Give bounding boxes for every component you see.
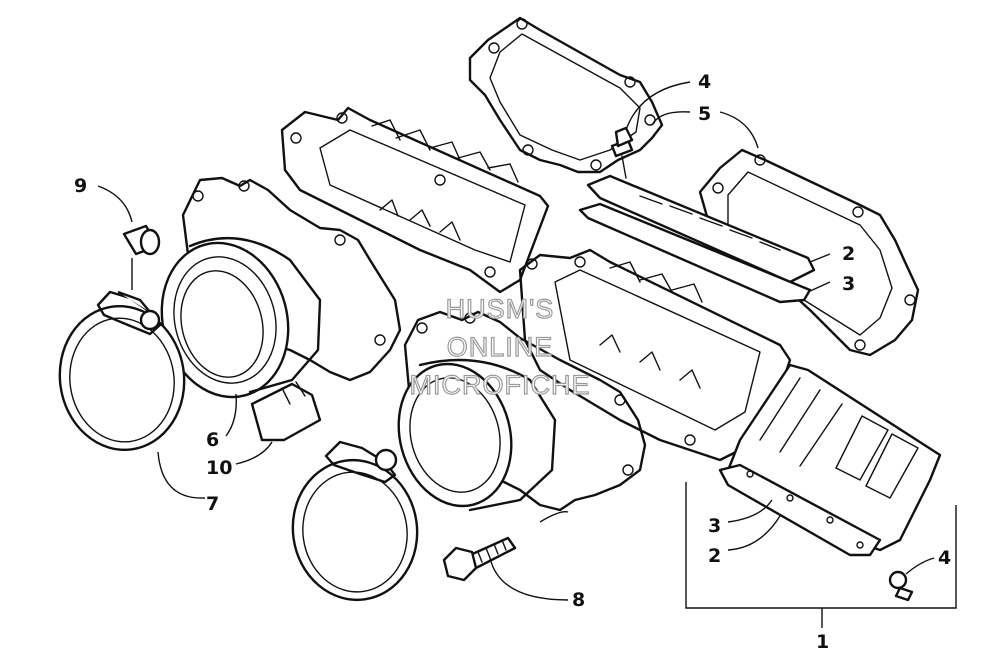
callout-8: 8: [572, 589, 585, 611]
watermark-line-2: ONLINE: [447, 332, 554, 362]
reed-stopper-lower: [718, 363, 942, 557]
callout-4-upper: 4: [698, 71, 711, 93]
watermark-line-3: MICROFICHE: [410, 370, 591, 400]
flange-bolt: [442, 536, 517, 582]
callout-labels: 9 6 10 7 8 4 5 2 3 3 2 4 1: [74, 71, 951, 653]
screw-upper: [610, 126, 634, 179]
callout-1: 1: [816, 631, 829, 653]
callout-10: 10: [206, 457, 232, 479]
callout-3-upper: 3: [842, 273, 855, 295]
spacer-sleeve: [122, 224, 161, 256]
hose-clamp-upper: [58, 290, 186, 452]
hose-clamp-lower: [291, 440, 419, 602]
callout-9: 9: [74, 175, 87, 197]
callout-3-lower: 3: [708, 515, 721, 537]
callout-2-lower: 2: [708, 545, 721, 567]
gasket-upper: [468, 16, 664, 174]
callout-2-upper: 2: [842, 243, 855, 265]
intake-boot-lower: [397, 358, 557, 512]
leader-lines: [97, 81, 957, 628]
callout-5: 5: [698, 103, 711, 125]
screw-lower: [888, 570, 914, 602]
retaining-clip: [250, 381, 322, 442]
reed-cage-upper: [280, 106, 550, 294]
callout-4-lower: 4: [938, 547, 951, 569]
watermark-line-1: HUSM'S: [446, 294, 555, 324]
reed-stopper-upper: [578, 174, 816, 304]
watermark: HUSM'S ONLINE MICROFICHE: [409, 293, 591, 400]
callout-6: 6: [206, 429, 219, 451]
callout-7: 7: [206, 493, 219, 515]
